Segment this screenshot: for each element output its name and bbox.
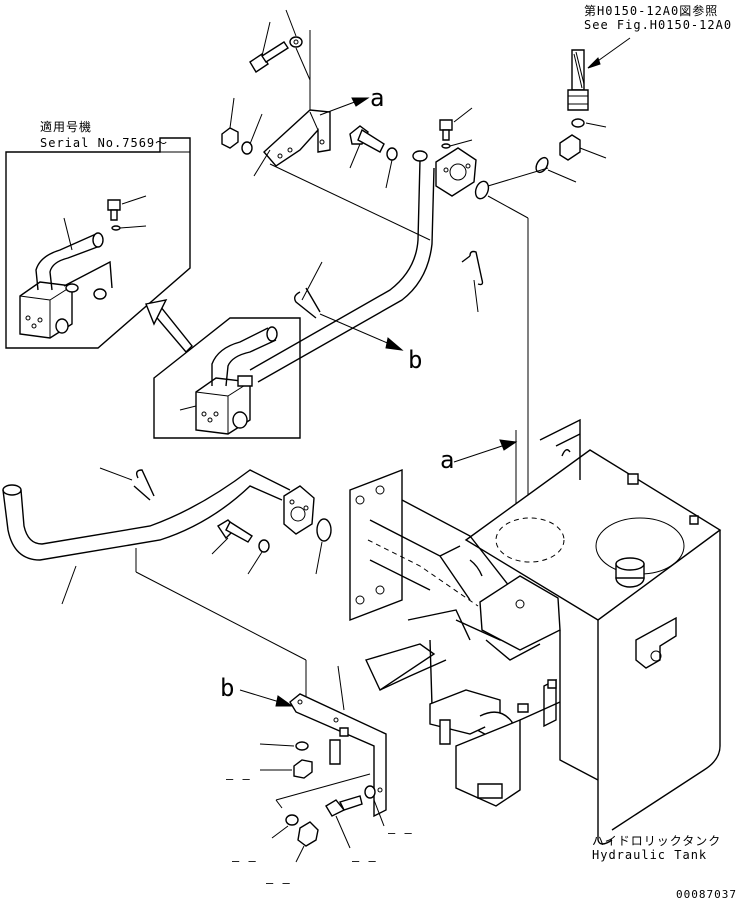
view-a-right-arrow xyxy=(454,440,516,462)
lower-bracket xyxy=(240,666,386,862)
drawing-number: 00087037 xyxy=(676,888,737,901)
dash-mark: – – xyxy=(232,854,257,868)
dash-mark: – – xyxy=(266,876,291,890)
hydraulic-tank xyxy=(466,420,720,844)
tank-label-jp: ハイドロリックタンク xyxy=(592,834,722,848)
inset-serial: Serial No.7569～ xyxy=(40,136,169,150)
inset-title-jp: 適用号機 xyxy=(40,120,93,134)
dash-mark: – – xyxy=(226,772,251,786)
view-a-label-right: a xyxy=(440,446,455,474)
upper-bracket-group xyxy=(222,10,430,240)
dash-mark: – – xyxy=(388,826,413,840)
upper-tube xyxy=(250,108,548,382)
view-b-label-top: b xyxy=(408,346,423,374)
frame-bracket xyxy=(350,470,560,806)
view-b-label-left: b xyxy=(220,674,235,702)
reference-label-jp: 第H0150-12A0図参照 xyxy=(584,4,719,18)
view-a-label-top: a xyxy=(370,84,385,112)
reference-label-en: See Fig.H0150-12A0 xyxy=(584,18,733,32)
serial-inset xyxy=(6,138,192,352)
detail-inset xyxy=(154,318,300,438)
lower-tube xyxy=(3,468,331,700)
tank-label-en: Hydraulic Tank xyxy=(592,848,708,862)
dash-mark: – – xyxy=(352,854,377,868)
reference-hose xyxy=(534,38,630,182)
